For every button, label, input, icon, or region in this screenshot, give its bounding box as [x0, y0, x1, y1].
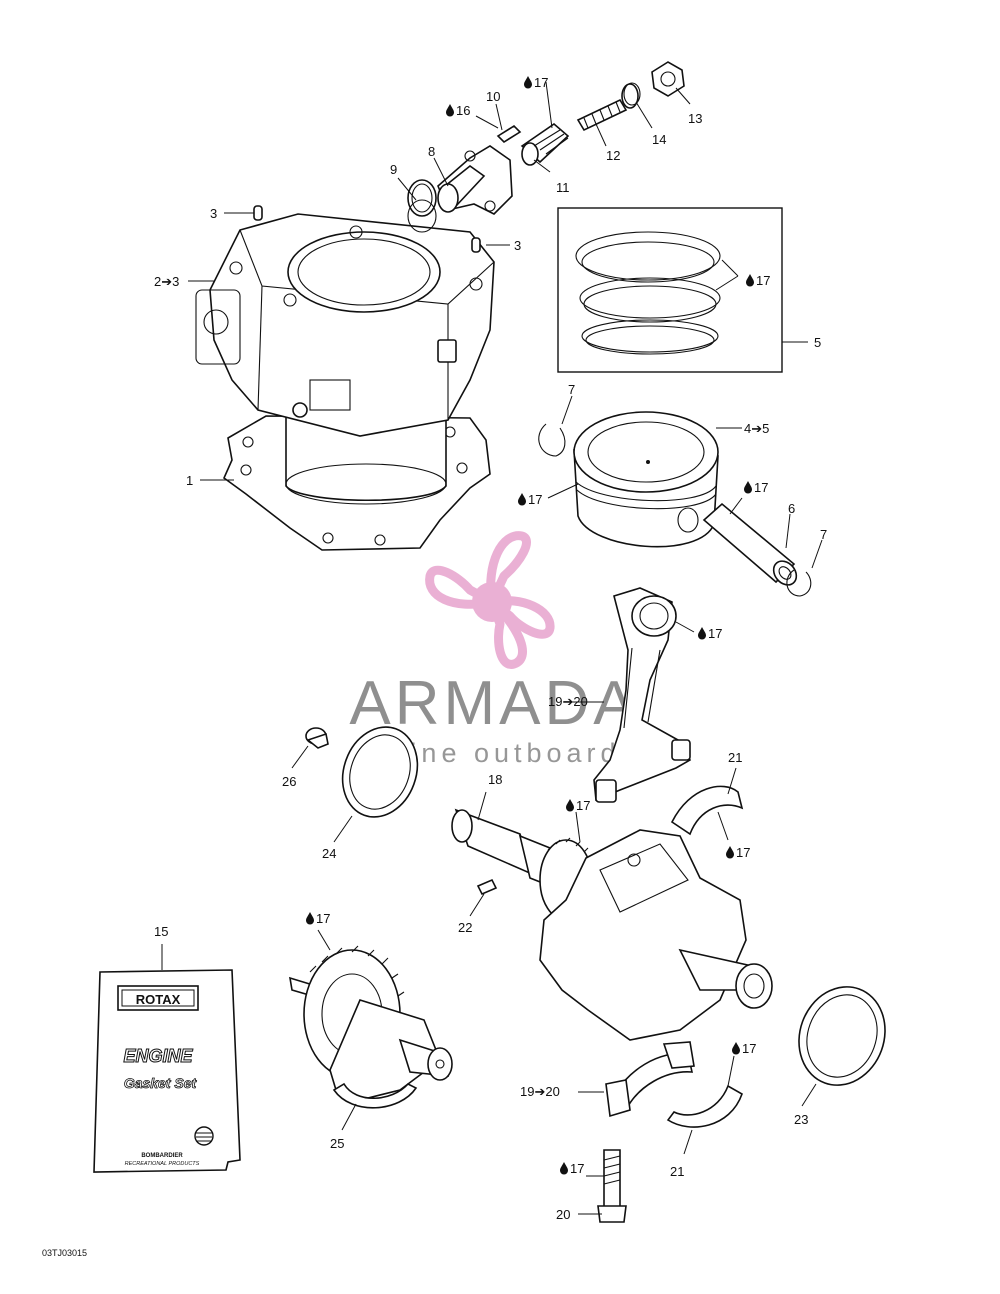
plug: [305, 727, 329, 749]
balance-shaft-washer: [341, 726, 419, 818]
piston-pin-clip: [538, 423, 812, 597]
cylinder: [195, 213, 495, 505]
callout-22: 22: [458, 920, 472, 935]
callout-13: 13: [688, 111, 702, 126]
callout-3a: 3: [210, 206, 217, 221]
callout-4: 4➔5: [744, 421, 769, 436]
piston: [573, 411, 719, 548]
rod-cap: [605, 1041, 695, 1118]
gasket-set-line1: ENGINE: [123, 1046, 193, 1066]
piston-pin: [702, 502, 798, 586]
callout-14: 14: [652, 132, 666, 147]
callout-6: 6: [788, 501, 795, 516]
diagram-id: 03TJ03015: [42, 1248, 87, 1258]
oil-drop-icon: [566, 799, 574, 812]
bombardier-logo-icon: [194, 1126, 214, 1146]
balance-shaft: [288, 945, 453, 1109]
gasket-set-brand: ROTAX: [136, 992, 181, 1007]
leader-lines: [161, 81, 823, 1215]
callout-17d: 17: [754, 480, 768, 495]
callout-9: 9: [390, 162, 397, 177]
callout-11: 11: [556, 180, 570, 195]
lubricant-callouts: 16 17 17 17 17 17 17 17 17 17 17: [306, 75, 770, 1176]
callout-21a: 21: [728, 750, 742, 765]
callout-10: 10: [486, 89, 500, 104]
callout-25: 25: [330, 1136, 344, 1151]
oil-drop-icon: [732, 1042, 740, 1055]
callout-17a: 17: [534, 75, 548, 90]
oil-drop-icon: [306, 912, 314, 925]
callout-18: 18: [488, 772, 502, 787]
callout-19b: 19➔20: [520, 1084, 560, 1099]
callout-17h: 17: [316, 911, 330, 926]
callout-17f: 17: [576, 798, 590, 813]
o-ring: [407, 82, 641, 233]
gasket-set-package: ROTAX ENGINE Gasket Set BOMBARDIER RECRE…: [93, 969, 241, 1173]
watermark: ARMADA marine outboards: [349, 531, 638, 768]
thrust-washer: [798, 986, 886, 1086]
callout-7b: 7: [820, 527, 827, 542]
gasket-set-footer1: BOMBARDIER: [141, 1153, 183, 1159]
crankshaft: [451, 808, 773, 1041]
connecting-rod: [593, 587, 692, 803]
callout-21b: 21: [670, 1164, 684, 1179]
oil-drop-icon: [744, 481, 752, 494]
callout-labels: 1 2➔3 3 3 4➔5 5 6 7 7 8 9 10 11 12 13 14…: [154, 89, 827, 1222]
watermark-brand: ARMADA: [349, 669, 638, 738]
callout-17j: 17: [570, 1161, 584, 1176]
callout-15: 15: [154, 924, 168, 939]
rod-bolt: [597, 1149, 627, 1223]
callout-17b: 17: [756, 273, 770, 288]
oil-drop-icon: [524, 76, 532, 89]
oil-drop-icon: [726, 846, 734, 859]
callout-7a: 7: [568, 382, 575, 397]
callout-5: 5: [814, 335, 821, 350]
oil-drop-icon: [560, 1162, 568, 1175]
callout-17c: 17: [528, 492, 542, 507]
callout-8: 8: [428, 144, 435, 159]
callout-19a: 19➔20: [548, 694, 588, 709]
callout-24: 24: [322, 846, 336, 861]
gasket-set-footer2: RECREATIONAL PRODUCTS: [125, 1161, 200, 1167]
callout-2: 2➔3: [154, 274, 179, 289]
gasket-set-line2: Gasket Set: [124, 1075, 198, 1091]
oil-drop-icon: [446, 104, 454, 117]
woodruff-key: [476, 878, 498, 896]
callout-23: 23: [794, 1112, 808, 1127]
callout-17g: 17: [736, 845, 750, 860]
oil-drop-icon: [698, 627, 706, 640]
tensioner-assembly: [407, 61, 685, 217]
callout-17i: 17: [742, 1041, 756, 1056]
oil-drop-icon: [518, 493, 526, 506]
callout-12: 12: [606, 148, 620, 163]
piston-ring-set: [557, 207, 783, 373]
callout-26: 26: [282, 774, 296, 789]
propeller-logo-icon: [425, 531, 555, 669]
callout-20: 20: [556, 1207, 570, 1222]
callout-1: 1: [186, 473, 193, 488]
callout-3b: 3: [514, 238, 521, 253]
callout-17e: 17: [708, 626, 722, 641]
callout-16: 16: [456, 103, 470, 118]
